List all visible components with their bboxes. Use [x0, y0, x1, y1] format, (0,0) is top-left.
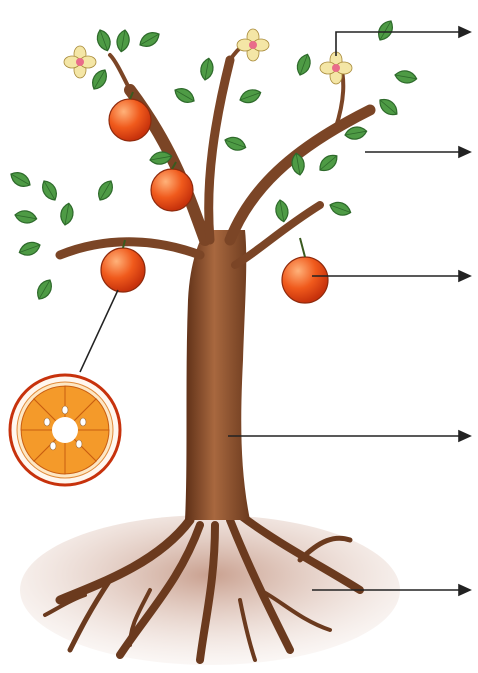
- cross-section-pointer: [80, 290, 118, 372]
- arrow-trunk: [228, 431, 470, 441]
- label-arrows: [228, 27, 470, 595]
- arrow-leaf: [365, 147, 470, 157]
- fruit-cross-section-icon: [10, 375, 120, 485]
- arrow-fruit: [312, 271, 470, 281]
- arrow-flower: [336, 27, 470, 56]
- trunk-icon: [185, 230, 250, 520]
